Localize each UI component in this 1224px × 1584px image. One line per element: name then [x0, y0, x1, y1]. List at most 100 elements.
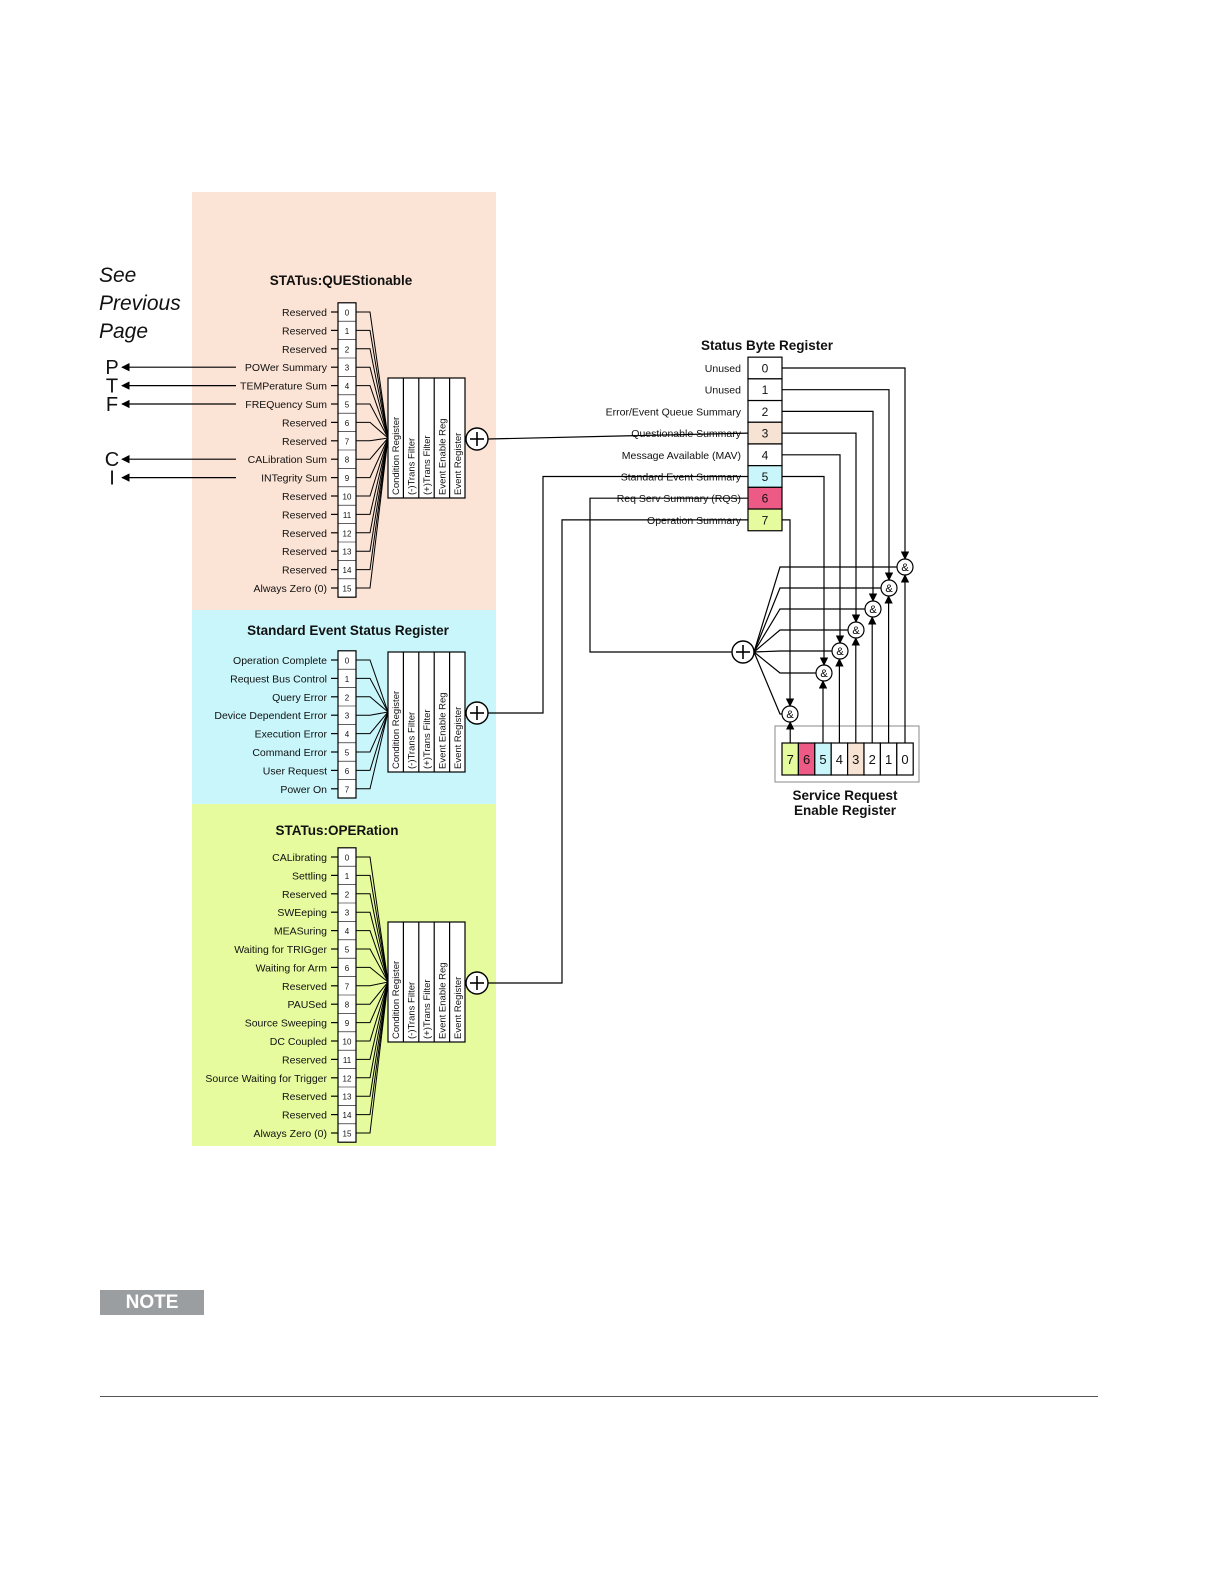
operation-bit-label: Reserved: [282, 981, 327, 993]
svg-text:&: &: [786, 709, 794, 721]
operation-filter-label: (+)Trans Filter: [422, 979, 433, 1039]
status-byte-bit-number: 7: [762, 513, 769, 527]
status-byte-bit-number: 6: [762, 492, 769, 506]
questionable-bit-label: Reserved: [282, 509, 327, 521]
standard_event-fan-line: [356, 696, 389, 713]
operation-bit-number: 6: [345, 964, 350, 973]
operation-bit-label: Reserved: [282, 1110, 327, 1122]
status-byte-to-and-2: [782, 410, 878, 602]
see-previous-letter-c: C: [105, 449, 119, 471]
status-byte-to-and-1: [782, 389, 894, 581]
status-byte-label: Unused: [705, 385, 741, 397]
questionable-bit-label: Reserved: [282, 344, 327, 356]
status-byte-to-and-5: [782, 475, 829, 666]
questionable-bit-number: 2: [345, 345, 350, 354]
questionable-bit-number: 10: [343, 493, 352, 502]
questionable-bit-label: Reserved: [282, 491, 327, 503]
questionable-bit-number: 11: [343, 511, 352, 520]
see-previous-letter-p: P: [105, 357, 118, 379]
operation-bit-number: 14: [343, 1111, 352, 1120]
standard_event-fan-line: [356, 659, 389, 713]
questionable-bit-number: 4: [345, 382, 350, 391]
standard_event-bit-number: 6: [345, 767, 350, 776]
operation-bit-number: 1: [345, 872, 350, 881]
operation-fan-line: [356, 981, 389, 1024]
operation-bit-label: PAUSed: [288, 999, 328, 1011]
status-byte-bit-number: 1: [762, 383, 769, 397]
questionable-bit-number: 0: [345, 309, 350, 318]
standard-event-title: Standard Event Status Register: [247, 623, 450, 638]
standard_event-bit-number: 1: [345, 675, 350, 684]
operation-bit-number: 5: [345, 946, 350, 955]
status-byte-title: Status Byte Register: [701, 338, 834, 353]
questionable-bit-label: CALibration Sum: [248, 454, 328, 466]
and-to-or-5: [753, 651, 816, 674]
standard_event-filter-box: [387, 651, 466, 773]
questionable-fan-line: [356, 437, 389, 534]
status-byte-to-and-7: [782, 519, 795, 707]
status-byte-bit-number: 5: [762, 470, 769, 484]
questionable-fan-line: [356, 385, 389, 439]
operation-fan-line: [356, 981, 389, 1116]
standard_event-fan-line: [356, 711, 389, 753]
operation-bit-number: 4: [345, 927, 350, 936]
operation-bit-number: 7: [345, 982, 350, 991]
svg-text:&: &: [869, 604, 877, 616]
status-byte-label: Operation Summary: [647, 515, 742, 527]
operation-bit-number: 15: [343, 1130, 352, 1139]
questionable-filter-label: (-)Trans Filter: [407, 438, 418, 495]
operation-bit-label: DC Coupled: [270, 1036, 327, 1048]
standard_event-bit-label: Request Bus Control: [230, 673, 327, 685]
standard_event-bit-label: Command Error: [252, 747, 327, 759]
questionable-fan-line: [356, 437, 389, 552]
operation-bit-label: Source Sweeping: [245, 1018, 327, 1030]
operation-fan-line: [356, 981, 389, 987]
status-byte-to-and-3: [782, 432, 861, 623]
standard_event-bit-label: Device Dependent Error: [214, 710, 327, 722]
questionable-bit-number: 14: [343, 566, 352, 575]
standard_event-bit-label: Execution Error: [255, 729, 328, 741]
service-request-bit-number: 7: [787, 752, 794, 767]
service-request-bit-number: 5: [819, 752, 826, 767]
status-byte-label: Message Available (MAV): [622, 450, 741, 462]
questionable-or-gate: [465, 427, 489, 451]
operation-bit-label: Reserved: [282, 889, 327, 901]
standard_event-filter-label: Event Register: [453, 707, 464, 769]
operation-bit-label: Reserved: [282, 1091, 327, 1103]
standard_event-fan-line: [356, 711, 389, 735]
questionable-bit-number: 9: [345, 474, 350, 483]
operation-bit-number: 13: [343, 1093, 352, 1102]
operation-fan-line: [356, 930, 389, 983]
standard_event-bit-number: 2: [345, 693, 350, 702]
standard_event-filter-label: (-)Trans Filter: [407, 712, 418, 769]
operation-bit-label: MEASuring: [274, 926, 327, 938]
svg-text:&: &: [852, 625, 860, 637]
questionable-bit-label: Reserved: [282, 307, 327, 319]
operation-summary-line: [488, 519, 748, 984]
questionable-bit-number: 13: [343, 548, 352, 557]
operation-fan-line: [356, 981, 389, 1079]
page-footer-rule: [100, 1396, 1098, 1397]
and-to-or-7: [753, 651, 782, 715]
questionable-filter-box: [387, 377, 466, 499]
questionable-title: STATus:QUEStionable: [270, 273, 413, 288]
questionable-fan-line: [356, 437, 389, 479]
questionable-bit-number: 12: [343, 529, 352, 538]
standard_event-bit-label: Operation Complete: [233, 655, 327, 667]
standard_event-bit-label: User Request: [263, 765, 327, 777]
questionable-filter-label: Condition Register: [391, 417, 402, 495]
questionable-bit-number: 15: [343, 585, 352, 594]
questionable-fan-line: [356, 437, 389, 589]
see-previous-letter-f: F: [106, 394, 118, 416]
operation-fan-line: [356, 911, 389, 983]
standard_event-fan-line: [356, 711, 389, 790]
status-byte-label: Standard Event Summary: [621, 472, 742, 484]
see-previous-page-line2: Previous: [99, 292, 181, 315]
and-to-or-3: [753, 629, 848, 653]
operation-bit-number: 2: [345, 890, 350, 899]
standard_event-bit-number: 4: [345, 730, 350, 739]
operation-title: STATus:OPERation: [276, 823, 399, 838]
questionable-bit-number: 3: [345, 364, 350, 373]
questionable-fan-line: [356, 437, 389, 442]
